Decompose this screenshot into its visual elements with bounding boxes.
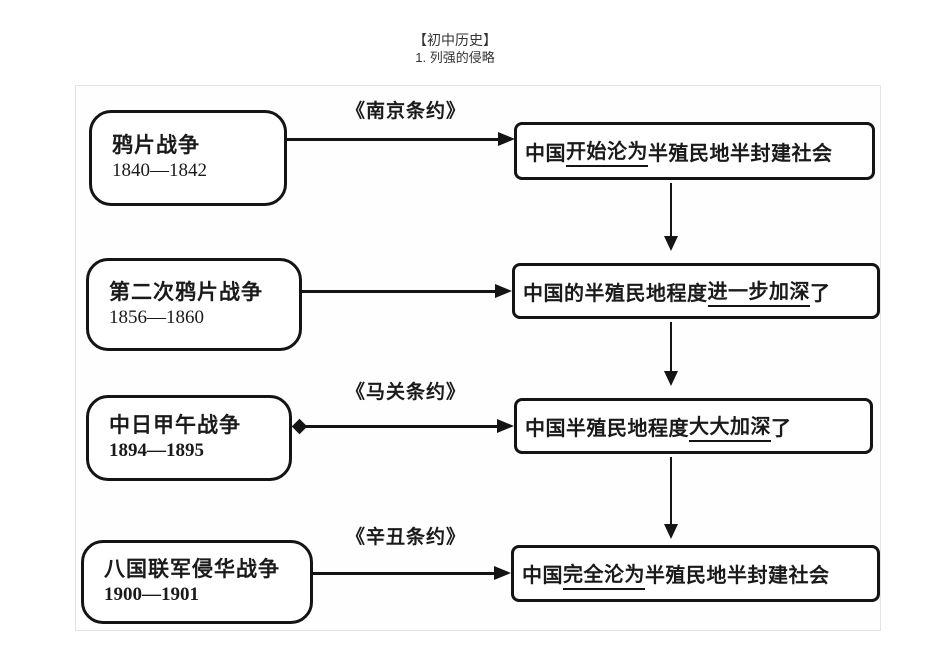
war-box-sino-japanese-war: 中日甲午战争 1894—1895 [86, 395, 292, 481]
page-subtitle: 1. 列强的侵略 [415, 50, 495, 65]
page-header: 【初中历史】 1. 列强的侵略 [0, 32, 910, 66]
war-name: 第二次鸦片战争 [109, 280, 263, 304]
down-arrow-2 [663, 322, 679, 386]
arrowhead-right-icon [495, 284, 512, 298]
diamond-icon [291, 418, 308, 434]
arrow-row1 [287, 131, 515, 147]
arrowhead-down-icon [664, 524, 678, 539]
war-name: 八国联军侵华战争 [104, 558, 280, 581]
arrow-line [287, 137, 498, 141]
war-years: 1900—1901 [104, 584, 199, 605]
page-title: 【初中历史】 [413, 32, 497, 48]
treaty-label-shimonoseki: 《马关条约》 [345, 382, 466, 403]
result-text: 中国的半殖民地程度 [523, 282, 708, 305]
war-box-second-opium-war: 第二次鸦片战争 1856—1860 [86, 258, 302, 351]
result-text: 了 [810, 282, 831, 305]
arrow-row3 [291, 418, 514, 434]
arrowhead-down-icon [664, 371, 678, 386]
result-box-2: 中国的半殖民地程度进一步加深了 [512, 263, 880, 319]
war-name: 鸦片战争 [112, 134, 200, 157]
result-underlined: 进一步加深 [707, 275, 810, 307]
war-years: 1856—1860 [109, 306, 204, 328]
war-box-eight-nation-alliance: 八国联军侵华战争 1900—1901 [81, 540, 313, 624]
result-text: 中国 [525, 142, 566, 165]
arrow-line [669, 457, 673, 524]
arrow-line [302, 424, 497, 428]
result-box-4: 中国完全沦为半殖民地半封建社会 [511, 545, 880, 602]
arrowhead-down-icon [664, 236, 678, 251]
arrow-row2 [302, 283, 512, 299]
result-text: 中国 [522, 565, 563, 587]
arrowhead-right-icon [497, 419, 514, 433]
arrow-line [313, 571, 494, 575]
war-years: 1894—1895 [109, 440, 204, 461]
arrow-line [302, 289, 495, 293]
war-box-opium-war: 鸦片战争 1840—1842 [89, 110, 287, 206]
result-text: 中国半殖民地程度 [525, 417, 689, 440]
result-text: 半殖民地半封建社会 [645, 565, 830, 587]
result-text: 半殖民地半封建社会 [648, 142, 833, 165]
war-years: 1840—1842 [112, 160, 207, 181]
arrowhead-right-icon [498, 132, 515, 146]
treaty-label-xinchou: 《辛丑条约》 [345, 527, 466, 548]
war-name: 中日甲午战争 [109, 414, 241, 437]
history-flow-diagram: 鸦片战争 1840—1842 《南京条约》 中国开始沦为半殖民地半封建社会 第二… [75, 85, 881, 631]
result-box-3: 中国半殖民地程度大大加深了 [514, 398, 873, 454]
down-arrow-3 [663, 457, 679, 539]
result-text: 了 [771, 417, 792, 440]
result-underlined: 开始沦为 [566, 135, 648, 167]
result-underlined: 完全沦为 [563, 558, 645, 590]
result-box-1: 中国开始沦为半殖民地半封建社会 [514, 122, 875, 180]
result-underlined: 大大加深 [689, 410, 771, 442]
arrow-line [669, 183, 673, 236]
arrow-line [669, 322, 673, 371]
arrow-row4 [313, 565, 511, 581]
down-arrow-1 [663, 183, 679, 251]
arrowhead-right-icon [494, 566, 511, 580]
treaty-label-nanjing: 《南京条约》 [345, 101, 466, 122]
